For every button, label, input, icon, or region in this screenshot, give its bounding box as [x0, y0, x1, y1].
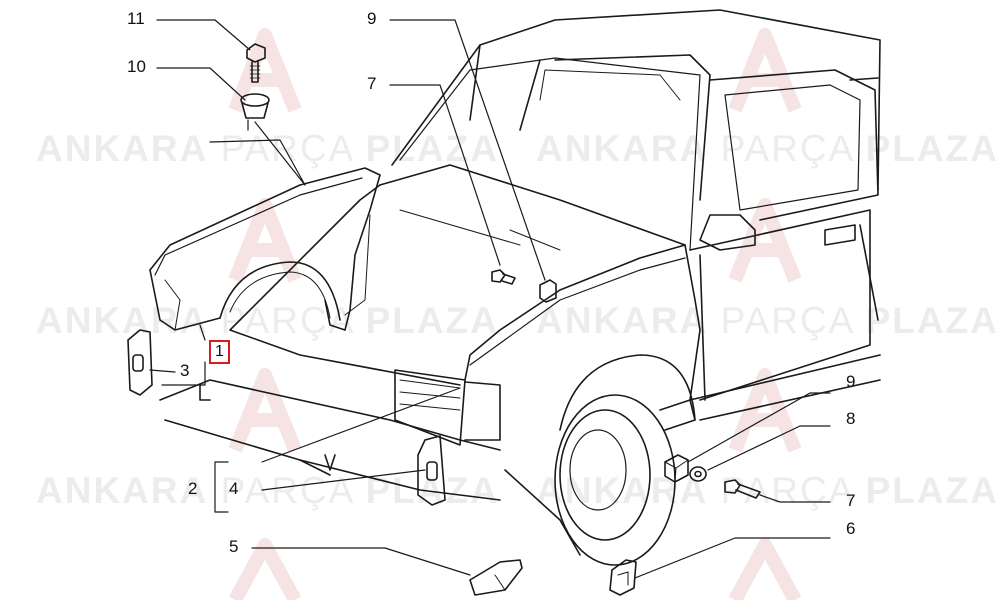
clip-part-5 — [469, 559, 523, 596]
callout-4: 4 — [229, 479, 239, 498]
callout-6: 6 — [846, 519, 856, 538]
screw-part-7 — [724, 479, 761, 499]
bushing-part-10 — [240, 93, 270, 119]
bracket-part-3 — [127, 329, 153, 396]
callout-11: 11 — [127, 9, 145, 28]
callout-3: 3 — [180, 361, 190, 380]
callout-9-right: 9 — [846, 372, 856, 391]
watermark-row-1a: ANKARA PARÇA PLAZA — [36, 128, 499, 169]
watermark-logo-icons — [228, 28, 802, 600]
callout-8: 8 — [846, 409, 856, 428]
callout-7-right: 7 — [846, 491, 856, 510]
screw-part-7-hood — [491, 269, 516, 285]
bolt-part-11 — [246, 43, 266, 83]
nut-part-9-hood — [539, 279, 557, 303]
watermark-row-2b: ANKARA PARÇA PLAZA — [536, 300, 999, 341]
callout-7-left: 7 — [367, 74, 377, 93]
clip-part-6 — [609, 559, 637, 596]
callout-2: 2 — [188, 479, 198, 498]
fender-part — [149, 167, 381, 331]
callout-10: 10 — [127, 57, 146, 76]
watermark-row-3a: ANKARA PARÇA PLAZA — [36, 470, 499, 511]
nut-part-9 — [664, 454, 689, 483]
watermark-row-1b: ANKARA PARÇA PLAZA — [536, 128, 999, 169]
bracket-part-4 — [417, 435, 446, 506]
callout-5: 5 — [229, 537, 239, 556]
washer-part-8 — [689, 466, 707, 482]
leader-lines — [149, 19, 831, 579]
callout-9-left: 9 — [367, 9, 377, 28]
car-body — [159, 9, 881, 566]
callout-1: 1 — [209, 340, 230, 364]
